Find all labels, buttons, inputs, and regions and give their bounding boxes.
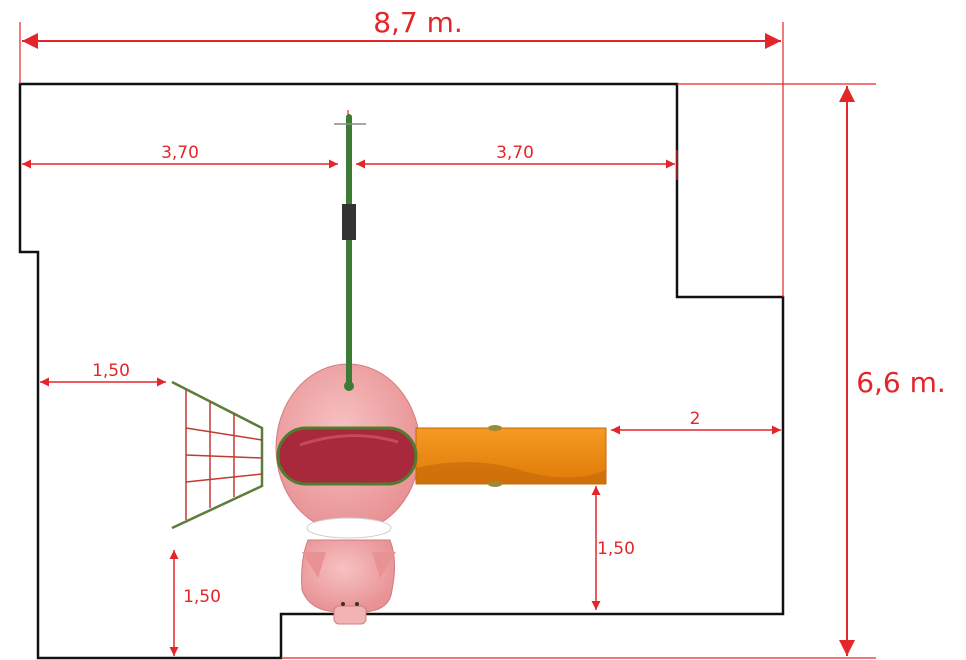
net-bottom-clearance-label: 1,50 [183,587,221,607]
total-width-label: 8,7 m. [373,6,463,39]
total-height-label: 6,6 m. [856,366,946,399]
left-span-label: 3,70 [161,143,199,163]
safety-zone-outline [18,82,785,660]
extension-lines [19,22,876,659]
tunnel [276,426,418,486]
slide-side-clearance-label: 1,50 [597,539,635,559]
climbing-net [171,380,264,530]
mast-pole [334,114,366,391]
net-clearance-label: 1,50 [92,361,130,381]
pig-head [301,517,396,625]
right-span-label: 3,70 [496,143,534,163]
slide-clearance-label: 2 [690,409,701,429]
slide [415,425,607,487]
